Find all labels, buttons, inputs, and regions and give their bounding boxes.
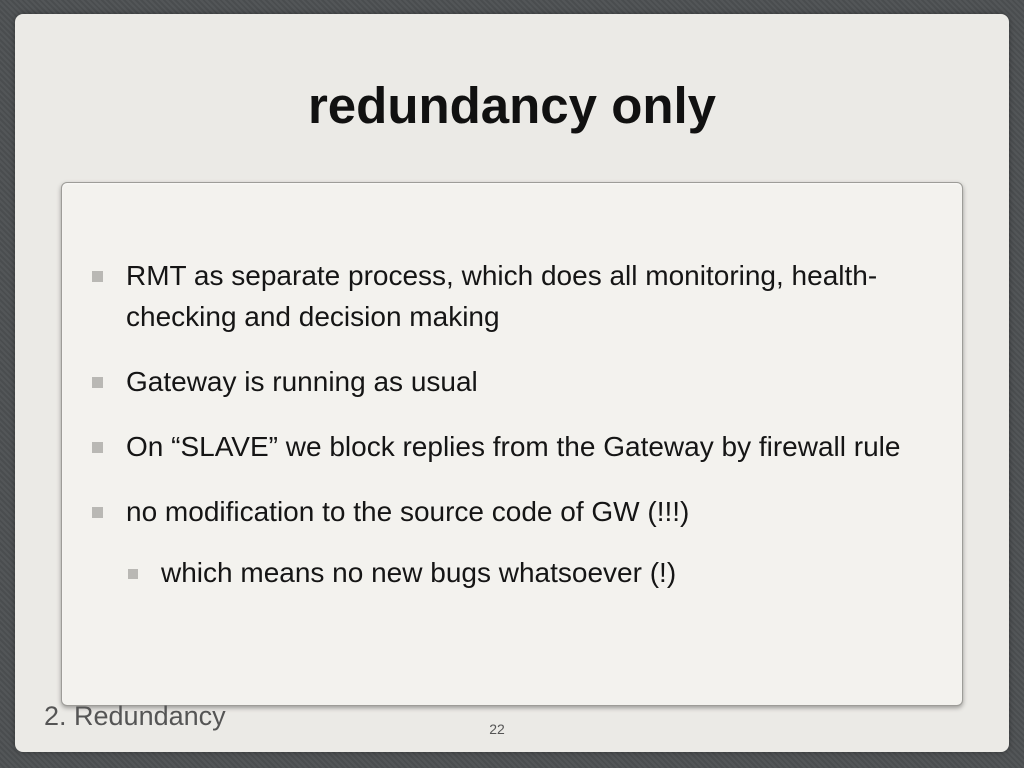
page-number: 22 [489,721,505,737]
bullet-item: Gateway is running as usual [62,361,962,402]
square-bullet-icon [92,507,103,518]
bullet-text: RMT as separate process, which does all … [126,260,878,332]
bullet-text: Gateway is running as usual [126,366,478,397]
section-footer: 2. Redundancy [44,701,226,731]
slide-title: redundancy only [307,77,717,134]
sub-bullet-item: which means no new bugs whatsoever (!) [62,552,962,593]
square-bullet-icon [92,271,103,282]
square-bullet-icon [128,569,138,579]
slide: redundancy only RMT as separate process,… [15,14,1009,752]
bullet-text: On “SLAVE” we block replies from the Gat… [126,431,901,462]
bullet-item: RMT as separate process, which does all … [62,255,962,337]
bullet-text: no modification to the source code of GW… [126,496,690,527]
square-bullet-icon [92,442,103,453]
bullet-list: RMT as separate process, which does all … [62,255,962,617]
bullet-item: On “SLAVE” we block replies from the Gat… [62,426,962,467]
sub-bullet-text: which means no new bugs whatsoever (!) [161,557,677,588]
bullet-item: no modification to the source code of GW… [62,491,962,532]
content-box: RMT as separate process, which does all … [61,182,963,706]
square-bullet-icon [92,377,103,388]
